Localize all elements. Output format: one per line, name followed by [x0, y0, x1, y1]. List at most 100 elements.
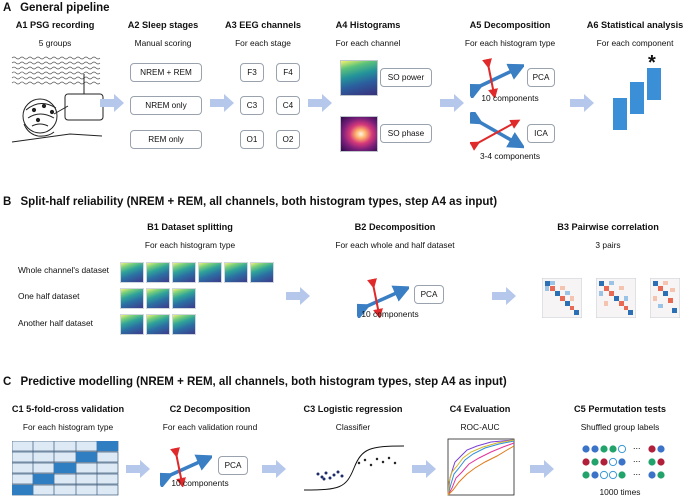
channel-o2: O2 — [276, 130, 300, 149]
row-label-half-one: One half dataset — [18, 291, 80, 301]
hist-type-so-phase: SO phase — [380, 124, 432, 143]
a1-title: A1 PSG recording — [15, 20, 95, 30]
chevron-arrow-icon — [126, 460, 150, 478]
a4-subtitle: For each channel — [335, 38, 401, 48]
dataset-heatmap-thumb — [120, 288, 144, 309]
chevron-arrow-icon — [308, 94, 332, 112]
dataset-heatmap-thumb — [120, 314, 144, 335]
stage-option-rem-only: REM only — [130, 130, 202, 149]
correlation-matrix — [650, 278, 680, 318]
b2-subtitle: For each whole and half dataset — [335, 240, 455, 250]
sleeper-drawing — [11, 74, 104, 143]
b3-subtitle: 3 pairs — [595, 240, 621, 250]
stage-option-nrem-only: NREM only — [130, 96, 202, 115]
dataset-heatmap-thumb — [224, 262, 248, 283]
b2-title: B2 Decomposition — [354, 222, 436, 232]
b2-pca-vector-icon — [357, 278, 409, 318]
c2-subtitle: For each validation round — [162, 422, 258, 432]
dataset-heatmap-thumb — [146, 262, 170, 283]
section-b-heading: B Split-half reliability (NREM + REM, al… — [3, 196, 497, 208]
a6-subtitle: For each component — [596, 38, 674, 48]
a6-title: A6 Statistical analysis — [586, 20, 684, 30]
c1-title: C1 5-fold-cross validation — [11, 404, 125, 414]
section-c-title: Predictive modelling (NREM + REM, all ch… — [20, 376, 507, 388]
section-a-heading: A General pipeline — [3, 2, 110, 14]
dataset-heatmap-thumb — [250, 262, 274, 283]
a5-title: A5 Decomposition — [469, 20, 551, 30]
section-a-title: General pipeline — [20, 2, 110, 14]
chevron-arrow-icon — [210, 94, 234, 112]
channel-c3: C3 — [240, 96, 264, 115]
section-c-heading: C Predictive modelling (NREM + REM, all … — [3, 376, 507, 388]
chevron-arrow-icon — [492, 287, 516, 305]
hist-type-so-power: SO power — [380, 68, 432, 87]
section-c-letter: C — [3, 376, 12, 388]
pca-vector-icon — [470, 58, 524, 98]
dataset-heatmap-thumb — [172, 288, 196, 309]
section-b-letter: B — [3, 196, 12, 208]
significance-star: * — [648, 52, 656, 74]
ica-vector-icon — [470, 112, 524, 151]
c5-subtitle: Shuffled group labels — [580, 422, 660, 432]
c2-note: 10 components — [171, 478, 229, 488]
chevron-arrow-icon — [570, 94, 594, 112]
row-label-half-two: Another half dataset — [18, 318, 93, 328]
dataset-heatmap-thumb — [172, 262, 196, 283]
shuffled-labels-dots — [582, 444, 665, 480]
logistic-curve-plot — [303, 445, 405, 491]
a5-pca-note: 10 components — [481, 93, 539, 103]
so-phase-heatmap — [340, 116, 378, 152]
b1-title: B1 Dataset splitting — [147, 222, 233, 232]
dataset-heatmap-thumb — [172, 314, 196, 335]
a2-subtitle: Manual scoring — [134, 38, 192, 48]
c3-title: C3 Logistic regression — [303, 404, 403, 414]
so-power-heatmap — [340, 60, 378, 96]
c4-subtitle: ROC-AUC — [460, 422, 500, 432]
b3-title: B3 Pairwise correlation — [557, 222, 659, 232]
eeg-traces — [11, 56, 101, 85]
chevron-arrow-icon — [262, 460, 286, 478]
dataset-heatmap-thumb — [146, 288, 170, 309]
c5-title: C5 Permutation tests — [574, 404, 666, 414]
a3-title: A3 EEG channels — [224, 20, 302, 30]
a1-subtitle: 5 groups — [38, 38, 72, 48]
cross-validation-folds — [12, 441, 119, 496]
c3-subtitle: Classifier — [335, 422, 371, 432]
channel-c4: C4 — [276, 96, 300, 115]
a2-title: A2 Sleep stages — [127, 20, 199, 30]
a5-pca-box: PCA — [527, 68, 555, 87]
a5-ica-box: ICA — [527, 124, 555, 143]
a4-title: A4 Histograms — [335, 20, 401, 30]
stat-bar-1 — [613, 98, 627, 130]
channel-o1: O1 — [240, 130, 264, 149]
roc-curves — [447, 438, 515, 496]
c1-subtitle: For each histogram type — [22, 422, 114, 432]
chevron-arrow-icon — [530, 460, 554, 478]
b2-pca-box: PCA — [414, 285, 444, 304]
correlation-matrix — [596, 278, 636, 318]
c5-note: 1000 times — [599, 487, 641, 497]
b2-note: 10 components — [361, 309, 419, 319]
section-a-letter: A — [3, 2, 11, 14]
c2-title: C2 Decomposition — [169, 404, 251, 414]
stat-bar-3 — [647, 68, 661, 100]
dataset-heatmap-thumb — [120, 262, 144, 283]
dataset-heatmap-thumb — [198, 262, 222, 283]
correlation-matrix — [542, 278, 582, 318]
c4-title: C4 Evaluation — [449, 404, 511, 414]
stat-bar-2 — [630, 82, 644, 114]
c2-pca-box: PCA — [218, 456, 248, 475]
row-label-whole: Whole channel's dataset — [18, 265, 109, 275]
a5-ica-note: 3-4 components — [479, 151, 541, 161]
stage-option-nrem-rem: NREM + REM — [130, 63, 202, 82]
a5-subtitle: For each histogram type — [464, 38, 556, 48]
channel-f4: F4 — [276, 63, 300, 82]
chevron-arrow-icon — [412, 460, 436, 478]
psg-illustration — [11, 56, 104, 143]
c5-ellipsis: ... — [633, 454, 641, 464]
chevron-arrow-icon — [440, 94, 464, 112]
section-b-title: Split-half reliability (NREM + REM, all … — [20, 196, 498, 208]
c5-ellipsis: ... — [633, 467, 641, 477]
a3-subtitle: For each stage — [235, 38, 291, 48]
chevron-arrow-icon — [100, 94, 124, 112]
